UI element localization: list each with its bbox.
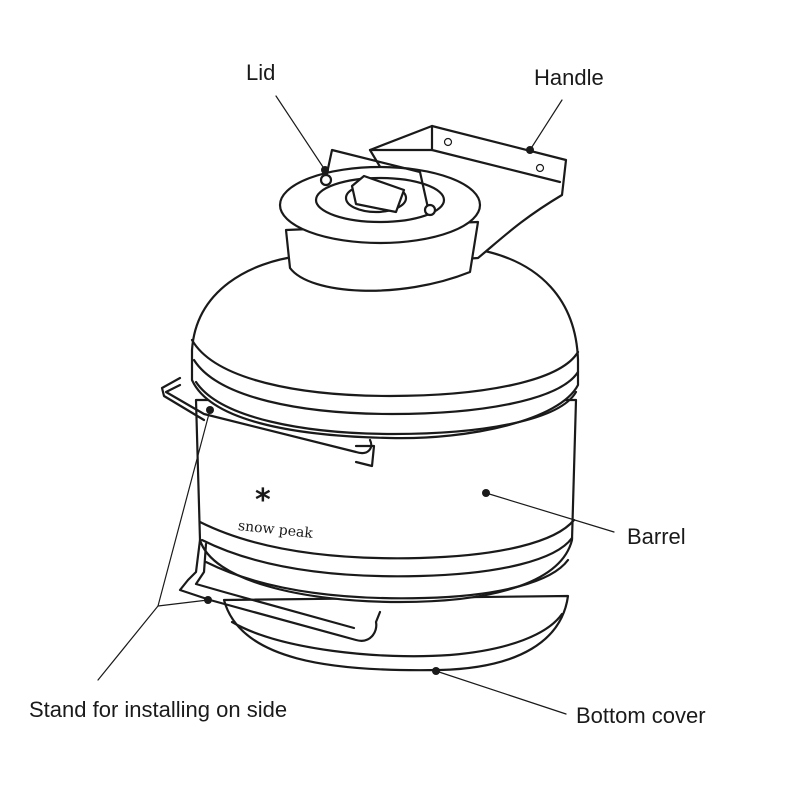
leader-handle-dot bbox=[526, 146, 534, 154]
leader-bottom bbox=[435, 670, 567, 715]
label-handle: Handle bbox=[534, 65, 604, 90]
stand-upper-wire bbox=[160, 376, 376, 468]
leader-lid-dot bbox=[321, 166, 329, 174]
barrel-body bbox=[194, 398, 578, 604]
barrel-dome bbox=[190, 248, 580, 440]
leader-handle bbox=[529, 99, 563, 151]
leader-stand-branch bbox=[157, 599, 209, 607]
leader-barrel bbox=[485, 492, 615, 533]
lid-assembly bbox=[278, 148, 482, 292]
leader-stand bbox=[97, 409, 211, 681]
leader-barrel-dot bbox=[482, 489, 490, 497]
leader-stand-dot-lower bbox=[204, 596, 212, 604]
label-barrel: Barrel bbox=[627, 524, 686, 549]
leader-stand-dot-upper bbox=[206, 406, 214, 414]
stand-lower-wire bbox=[178, 538, 382, 642]
label-bottom-cover: Bottom cover bbox=[576, 703, 706, 728]
label-lid: Lid bbox=[246, 60, 276, 85]
label-stand: Stand for installing on side bbox=[29, 697, 288, 722]
leader-bottom-dot bbox=[432, 667, 440, 675]
asterisk-snowflake-icon: * bbox=[255, 483, 271, 518]
leader-lid bbox=[275, 95, 326, 171]
